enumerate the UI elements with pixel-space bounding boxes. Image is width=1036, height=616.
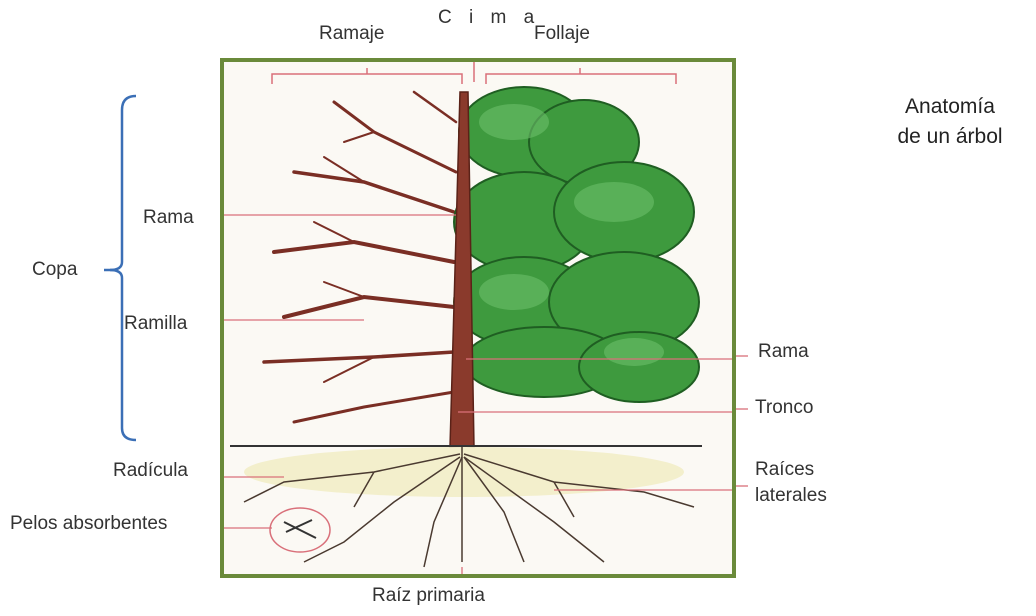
- outside-leaders: [0, 0, 1036, 616]
